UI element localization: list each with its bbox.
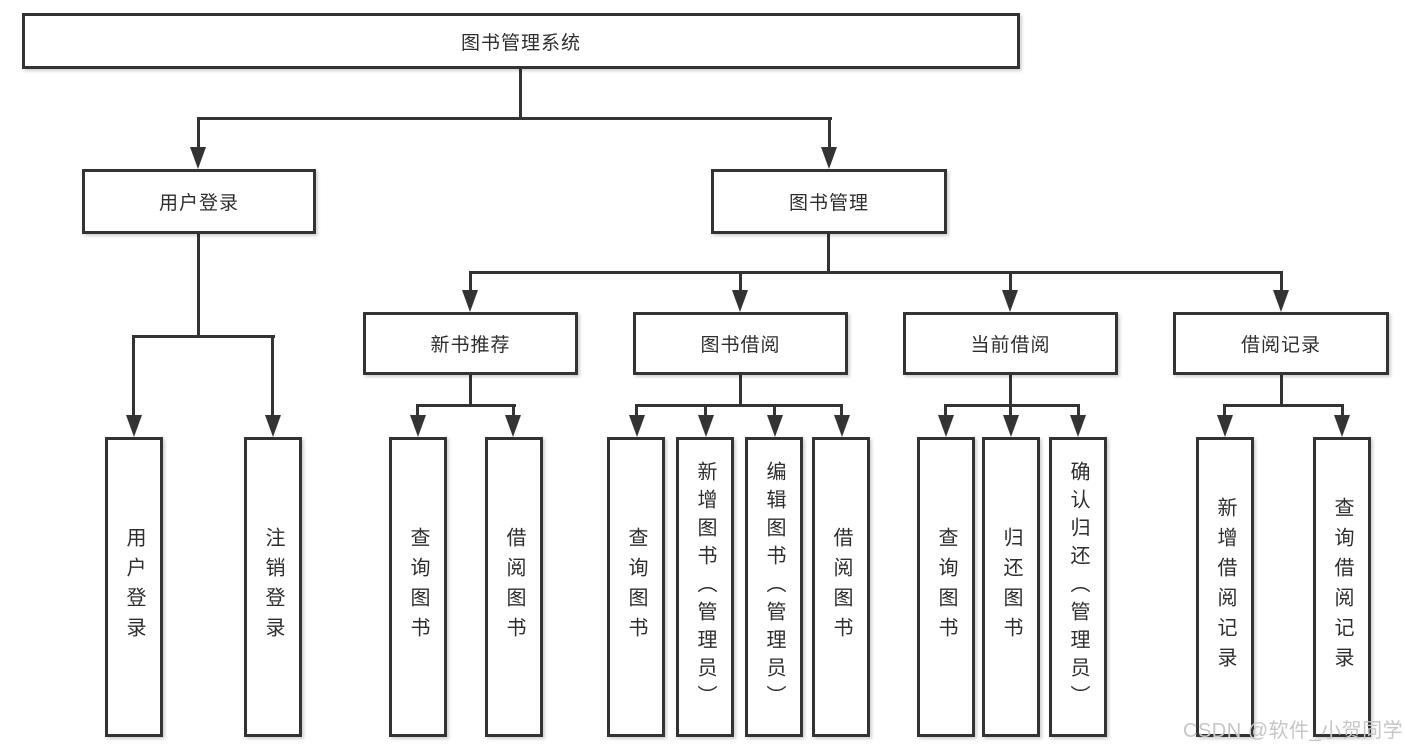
- connector-line: [1077, 404, 1080, 419]
- connector-line: [1223, 404, 1226, 419]
- node-label: 借阅记录: [1240, 335, 1321, 356]
- connector-line: [469, 271, 472, 293]
- arrow-down-icon: [1002, 290, 1018, 312]
- leaf-cb-query-books: 查询图书: [917, 437, 975, 737]
- node-label: 图书管理: [788, 193, 869, 214]
- node-label: 归还图书: [1000, 527, 1022, 647]
- node-label: 当前借阅: [970, 335, 1051, 356]
- leaf-logout: 注销登录: [244, 437, 302, 737]
- node-label: 注销登录: [262, 527, 284, 647]
- leaf-cb-confirm-return-admin: 确认归还（管理员）: [1049, 437, 1107, 737]
- connector-line: [1009, 404, 1012, 419]
- arrow-down-icon: [505, 415, 521, 437]
- arrow-down-icon: [265, 415, 281, 437]
- arrow-down-icon: [1217, 415, 1233, 437]
- connector-line: [739, 375, 742, 407]
- connector-line: [132, 335, 135, 418]
- node-system-root: 图书管理系统: [22, 13, 1020, 69]
- node-label: 图书借阅: [700, 335, 781, 356]
- leaf-nb-borrow-books: 借阅图书: [485, 437, 543, 737]
- connector-line: [469, 271, 1283, 274]
- connector-line: [635, 404, 843, 407]
- connector-line: [1341, 404, 1344, 419]
- arrow-down-icon: [938, 415, 954, 437]
- node-label: 图书管理系统: [460, 32, 581, 54]
- node-user-login-group: 用户登录: [82, 169, 316, 234]
- node-label: 借阅图书: [503, 527, 525, 647]
- connector-line: [469, 375, 472, 407]
- connector-line: [519, 66, 522, 119]
- leaf-bb-add-books-admin: 新增图书（管理员）: [676, 437, 734, 737]
- connector-line: [1280, 375, 1283, 407]
- connector-line: [1009, 375, 1012, 407]
- connector-line: [739, 271, 742, 293]
- leaf-cb-return-books: 归还图书: [982, 437, 1040, 737]
- arrow-down-icon: [462, 290, 478, 312]
- arrow-down-icon: [821, 147, 837, 169]
- connector-line: [1223, 404, 1344, 407]
- connector-line: [944, 404, 947, 419]
- node-label: 用户登录: [158, 193, 239, 214]
- arrow-down-icon: [1273, 290, 1289, 312]
- connector-line: [512, 404, 515, 419]
- node-label: 用户登录: [123, 527, 145, 647]
- node-label: 查询图书: [935, 527, 957, 647]
- connector-line: [197, 234, 200, 338]
- node-label: 新增图书（管理员）: [694, 461, 716, 713]
- connector-line: [1009, 271, 1012, 293]
- leaf-user-login: 用户登录: [105, 437, 163, 737]
- connector-line: [828, 117, 831, 151]
- leaf-bb-borrow-books: 借阅图书: [812, 437, 870, 737]
- csdn-watermark: CSDN @软件_小贺同学: [1183, 720, 1404, 742]
- connector-line: [944, 404, 1080, 407]
- node-new-book-recommend: 新书推荐: [363, 312, 578, 375]
- node-label: 确认归还（管理员）: [1067, 461, 1089, 713]
- connector-line: [197, 117, 200, 151]
- connector-line: [1280, 271, 1283, 293]
- arrow-down-icon: [629, 415, 645, 437]
- arrow-down-icon: [410, 415, 426, 437]
- leaf-bb-query-books: 查询图书: [607, 437, 665, 737]
- connector-line: [197, 117, 832, 120]
- node-book-management: 图书管理: [711, 169, 947, 234]
- node-label: 查询图书: [407, 527, 429, 647]
- leaf-br-add-record: 新增借阅记录: [1196, 437, 1254, 737]
- leaf-br-query-record: 查询借阅记录: [1313, 437, 1371, 737]
- connector-line: [840, 404, 843, 419]
- node-label: 查询借阅记录: [1331, 497, 1353, 677]
- node-label: 编辑图书（管理员）: [763, 461, 785, 713]
- connector-line: [416, 404, 516, 407]
- leaf-nb-query-books: 查询图书: [389, 437, 447, 737]
- connector-line: [704, 404, 707, 419]
- arrow-down-icon: [126, 415, 142, 437]
- node-label: 新书推荐: [430, 335, 511, 356]
- connector-line: [271, 335, 274, 418]
- arrow-down-icon: [732, 290, 748, 312]
- arrow-down-icon: [1334, 415, 1350, 437]
- connector-line: [416, 404, 419, 419]
- arrow-down-icon: [834, 415, 850, 437]
- node-book-borrow: 图书借阅: [633, 312, 848, 375]
- connector-line: [773, 404, 776, 419]
- connector-line: [635, 404, 638, 419]
- arrow-down-icon: [1003, 415, 1019, 437]
- node-label: 新增借阅记录: [1214, 497, 1236, 677]
- node-label: 借阅图书: [830, 527, 852, 647]
- connector-line: [132, 335, 275, 338]
- arrow-down-icon: [698, 415, 714, 437]
- arrow-down-icon: [1070, 415, 1086, 437]
- node-label: 查询图书: [625, 527, 647, 647]
- arrow-down-icon: [767, 415, 783, 437]
- leaf-bb-edit-books-admin: 编辑图书（管理员）: [745, 437, 803, 737]
- node-borrow-records: 借阅记录: [1173, 312, 1389, 375]
- node-current-borrow: 当前借阅: [903, 312, 1118, 375]
- connector-line: [827, 234, 830, 274]
- arrow-down-icon: [190, 147, 206, 169]
